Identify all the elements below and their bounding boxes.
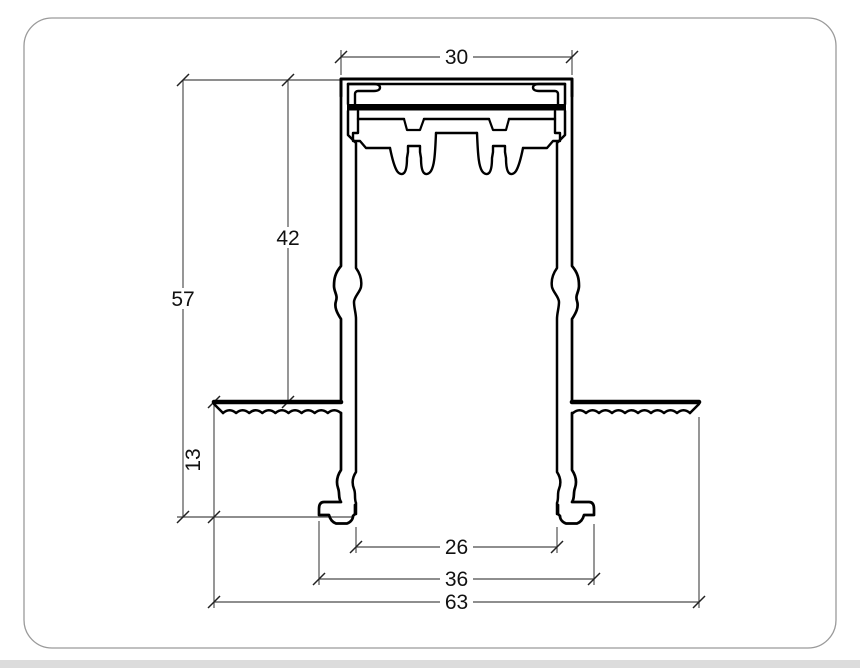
dim-total-width: 63 xyxy=(445,591,468,614)
left-clip-teeth xyxy=(388,131,438,176)
profile-outline xyxy=(211,77,702,525)
right-hook xyxy=(531,82,567,106)
dim-flange-to-bottom: 13 xyxy=(182,448,205,471)
left-hook xyxy=(346,82,382,106)
dimension-ticks xyxy=(176,50,706,609)
dimension-labels: 30 42 57 13 26 36 63 xyxy=(166,46,473,614)
bottom-edge-strip xyxy=(0,660,860,668)
left-flange-serration xyxy=(221,409,343,415)
dim-top-width: 30 xyxy=(445,46,468,69)
shelf-bar xyxy=(347,104,566,111)
dim-inner-bottom-width: 26 xyxy=(445,536,468,559)
right-clip-teeth xyxy=(475,131,525,176)
dim-body-height: 42 xyxy=(276,227,299,250)
dim-total-height: 57 xyxy=(171,288,194,311)
card-border xyxy=(23,17,837,649)
dim-outer-bottom-width: 36 xyxy=(445,568,468,591)
right-flange-serration xyxy=(571,409,692,415)
